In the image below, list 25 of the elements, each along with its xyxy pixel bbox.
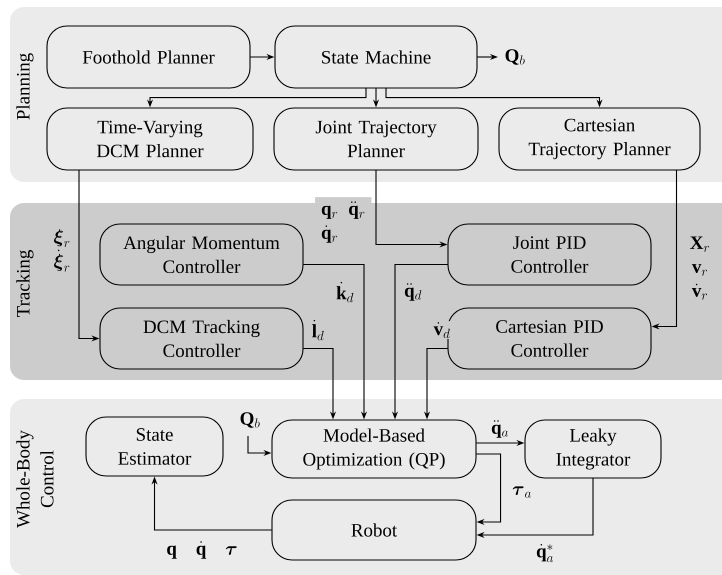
edge-label: $\begin{array}{ll}\mathbf{q}_r & \ddot{\mathbf{q}}_r\\ \dot{\mathbf{q}}_r & \end{array}$ (315, 197, 372, 247)
process-box: DCM Tracking Controller (99, 307, 304, 370)
process-box: Cartesian Trajectory Planner (498, 107, 701, 171)
process-box: Joint PID Controller (447, 223, 652, 286)
edge-label: $\dot{\mathbf{v}}_d$ (432, 321, 452, 339)
edge-label: $\mathbf{Q}_b$ (238, 411, 262, 429)
process-box: Time-Varying DCM Planner (46, 107, 254, 171)
edge-label: $\mathbf{q}\quad\dot{\mathbf{q}}\quad\boldsymbol{\tau}$ (165, 540, 239, 560)
edge-label: $\begin{array}{c}\boldsymbol{\xi}_r\\ \dot{\boldsymbol{\xi}}_r\end{array}$ (48, 224, 76, 276)
process-box: State Machine (274, 25, 478, 89)
process-box: Model-Based Optimization (QP) (271, 419, 477, 479)
edge-label: $\begin{array}{c}\mathbf{X}_r\\ \mathbf{v}_r\\ \dot{\mathbf{v}}_r\end{array}$ (684, 231, 716, 305)
edge-label: $\ddot{\mathbf{q}}_a$ (490, 419, 510, 439)
process-box: State Estimator (85, 416, 224, 477)
edge-label: $\dot{\mathbf{q}}_a^*$ (535, 542, 555, 564)
process-box: Angular Momentum Controller (99, 223, 304, 286)
edge-label: $\ddot{\mathbf{q}}_d$ (403, 282, 423, 302)
arrow (476, 453, 502, 526)
edge-label: $\mathbf{Q}_b$ (504, 48, 526, 66)
process-box: Leaky Integrator (524, 419, 662, 479)
edge-label: $\dot{\mathbf{k}}_d$ (335, 280, 355, 304)
edge-label: $\boldsymbol{\tau}_a$ (511, 485, 533, 499)
process-box: Joint Trajectory Planner (273, 107, 479, 171)
process-box: Robot (271, 499, 477, 561)
process-box: Foothold Planner (46, 25, 251, 89)
